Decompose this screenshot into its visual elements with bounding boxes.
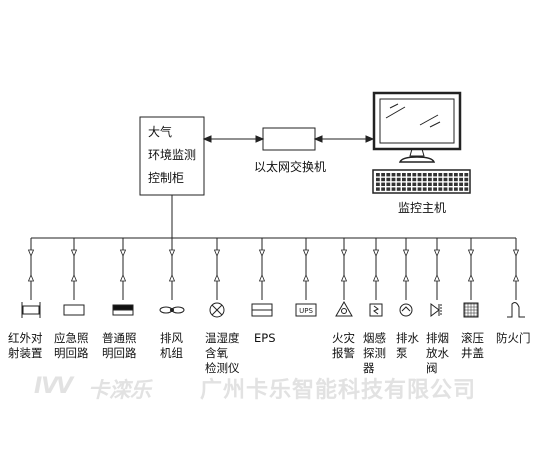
ethernet-switch-box — [262, 127, 316, 151]
emergency-light-icon — [63, 304, 85, 316]
drain-pump-icon — [399, 303, 413, 317]
watermark-company: 广州卡乐智能科技有限公司 — [200, 378, 477, 403]
infrared-beam-icon — [21, 302, 41, 318]
exhaust-fan-icon — [159, 306, 185, 314]
switch-monitor-link — [313, 135, 375, 143]
bus-line — [31, 195, 516, 239]
device-drops: UPS — [21, 238, 525, 318]
device-label-fire-door: 防火门 — [496, 331, 531, 345]
device-label-sensor: 温湿度 含氧 检测仪 — [205, 331, 240, 375]
drop-fire-door — [507, 238, 525, 318]
device-label-eps: EPS — [254, 331, 276, 345]
device-label-smoke-detector: 烟感 探测 器 — [363, 331, 386, 375]
normal-light-icon — [112, 304, 134, 316]
device-label-normal-light: 普通照 明回路 — [102, 331, 137, 360]
device-label-drain-pump: 排水 泵 — [396, 331, 419, 360]
drop-fire-alarm — [335, 238, 353, 317]
watermark-logo-icon: ⅣⅤ — [34, 374, 73, 399]
control-cabinet-box — [139, 116, 205, 196]
sensor-lamp-icon — [209, 302, 225, 318]
ups-icon-text: UPS — [299, 307, 313, 315]
monitor-icon — [372, 91, 462, 163]
device-label-emergency-light: 应急照 明回路 — [54, 331, 89, 360]
drop-exhaust-fan — [159, 238, 185, 314]
smoke-valve-icon — [430, 303, 442, 317]
keyboard-icon — [372, 169, 471, 194]
drop-eps — [251, 238, 273, 317]
smoke-detector-icon — [369, 303, 383, 317]
manhole-cover-icon — [463, 302, 479, 318]
host-label: 监控主机 — [398, 201, 447, 215]
eps-icon — [251, 303, 273, 317]
drop-smoke-detector — [369, 238, 383, 317]
cabinet-label: 大气 环境监测 控制柜 — [148, 125, 197, 185]
watermark-logo-text: 卡滦乐 — [88, 378, 151, 402]
device-label-smoke-valve: 排烟 放水 阀 — [426, 331, 449, 375]
drop-infrared-beam — [21, 238, 41, 318]
device-label-infrared: 红外对 射装置 — [8, 331, 43, 360]
drop-smoke-valve — [430, 238, 442, 317]
drop-drain-pump — [399, 238, 413, 317]
drop-sensor-lamp — [209, 238, 225, 318]
switch-label: 以太网交换机 — [254, 160, 327, 174]
fire-alarm-icon — [335, 300, 353, 317]
drop-ups: UPS — [295, 238, 317, 317]
device-label-fire-alarm: 火灾 报警 — [332, 331, 355, 360]
fire-door-icon — [507, 302, 525, 318]
ups-icon: UPS — [295, 303, 317, 317]
device-label-manhole: 滚压 井盖 — [461, 331, 484, 360]
drop-normal-light — [112, 238, 134, 316]
cabinet-switch-link — [202, 135, 265, 143]
drop-emergency-light — [63, 238, 85, 316]
drop-manhole-cover — [463, 238, 479, 318]
device-label-exhaust-fan: 排风 机组 — [160, 331, 183, 360]
